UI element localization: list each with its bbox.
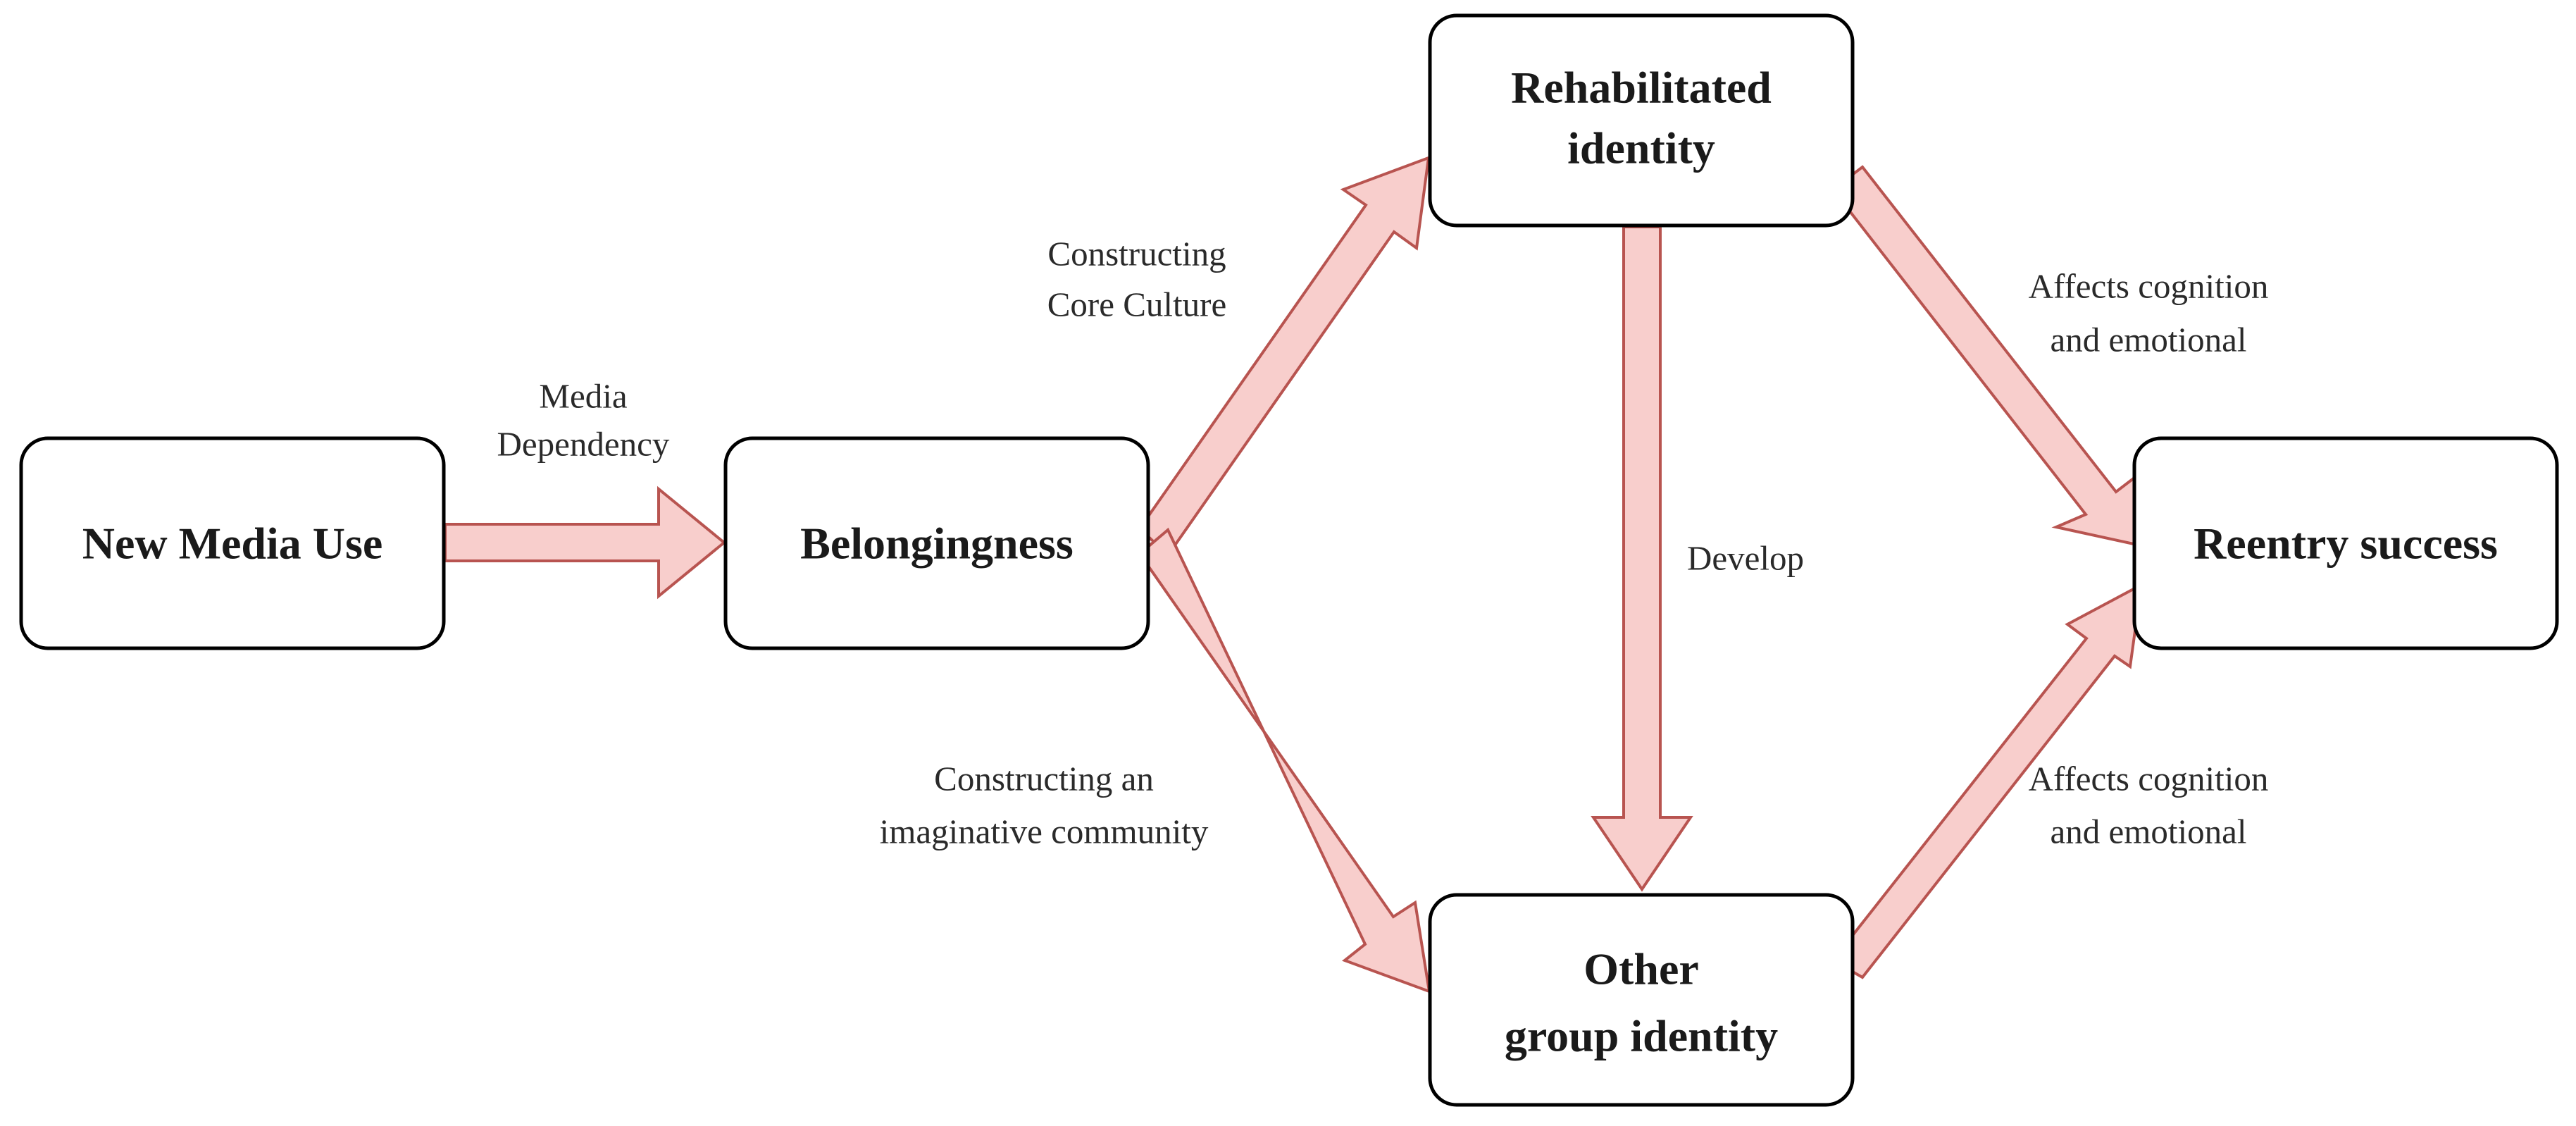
- edge-label-line2: Dependency: [497, 425, 670, 464]
- node-reentry-success: Reentry success: [2132, 436, 2559, 650]
- node-box: [1428, 13, 1855, 228]
- node-label: Belongingness: [800, 519, 1074, 569]
- edge-label-line2: imaginative community: [880, 812, 1209, 851]
- node-other-group-identity: Other group identity: [1428, 893, 1855, 1107]
- node-label-line1: Other: [1583, 944, 1699, 994]
- edge-label-line2: and emotional: [2051, 321, 2247, 359]
- edge-label-affects-upper: Affects cognition and emotional: [2029, 267, 2269, 359]
- edge-label-line2: Core Culture: [1047, 285, 1226, 324]
- edge-label-constructing-imaginative-community: Constructing an imaginative community: [880, 760, 1209, 851]
- edge-label-line1: Affects cognition: [2029, 760, 2269, 798]
- node-belongingness: Belongingness: [723, 436, 1150, 650]
- node-box: [723, 436, 1150, 650]
- node-box: [19, 436, 446, 650]
- node-box: [1428, 893, 1855, 1107]
- node-rehabilitated-identity: Rehabilitated identity: [1428, 13, 1855, 228]
- node-label-line2: group identity: [1505, 1011, 1778, 1061]
- node-new-media-use: New Media Use: [19, 436, 446, 650]
- arrow-belongingness-to-rehabilitated: [1138, 155, 1431, 558]
- edge-label-line1: Affects cognition: [2029, 267, 2269, 306]
- node-label-line1: Rehabilitated: [1511, 63, 1772, 113]
- edge-label-affects-lower: Affects cognition and emotional: [2029, 760, 2269, 851]
- node-label-line2: identity: [1567, 123, 1715, 173]
- edge-label-line1: Constructing an: [934, 760, 1154, 798]
- node-label: Reentry success: [2194, 519, 2498, 569]
- arrow-new-media-to-belongingness: [444, 485, 727, 600]
- edge-label-constructing-core-culture: Constructing Core Culture: [1047, 235, 1226, 324]
- edge-label: Develop: [1687, 539, 1804, 578]
- edge-label-line1: Constructing: [1047, 235, 1226, 273]
- node-box: [2132, 436, 2559, 650]
- arrows: [444, 155, 2152, 994]
- edge-label-develop: Develop: [1687, 539, 1804, 578]
- edge-label-line1: Media: [539, 377, 627, 416]
- arrow-belongingness-to-other-group: [1138, 527, 1431, 994]
- node-label: New Media Use: [82, 519, 383, 569]
- edge-label-media-dependency: Media Dependency: [497, 377, 670, 464]
- edge-label-line2: and emotional: [2051, 812, 2247, 851]
- arrow-rehabilitated-to-other-group: [1591, 225, 1693, 892]
- arrow-rehabilitated-to-reentry: [1831, 165, 2152, 550]
